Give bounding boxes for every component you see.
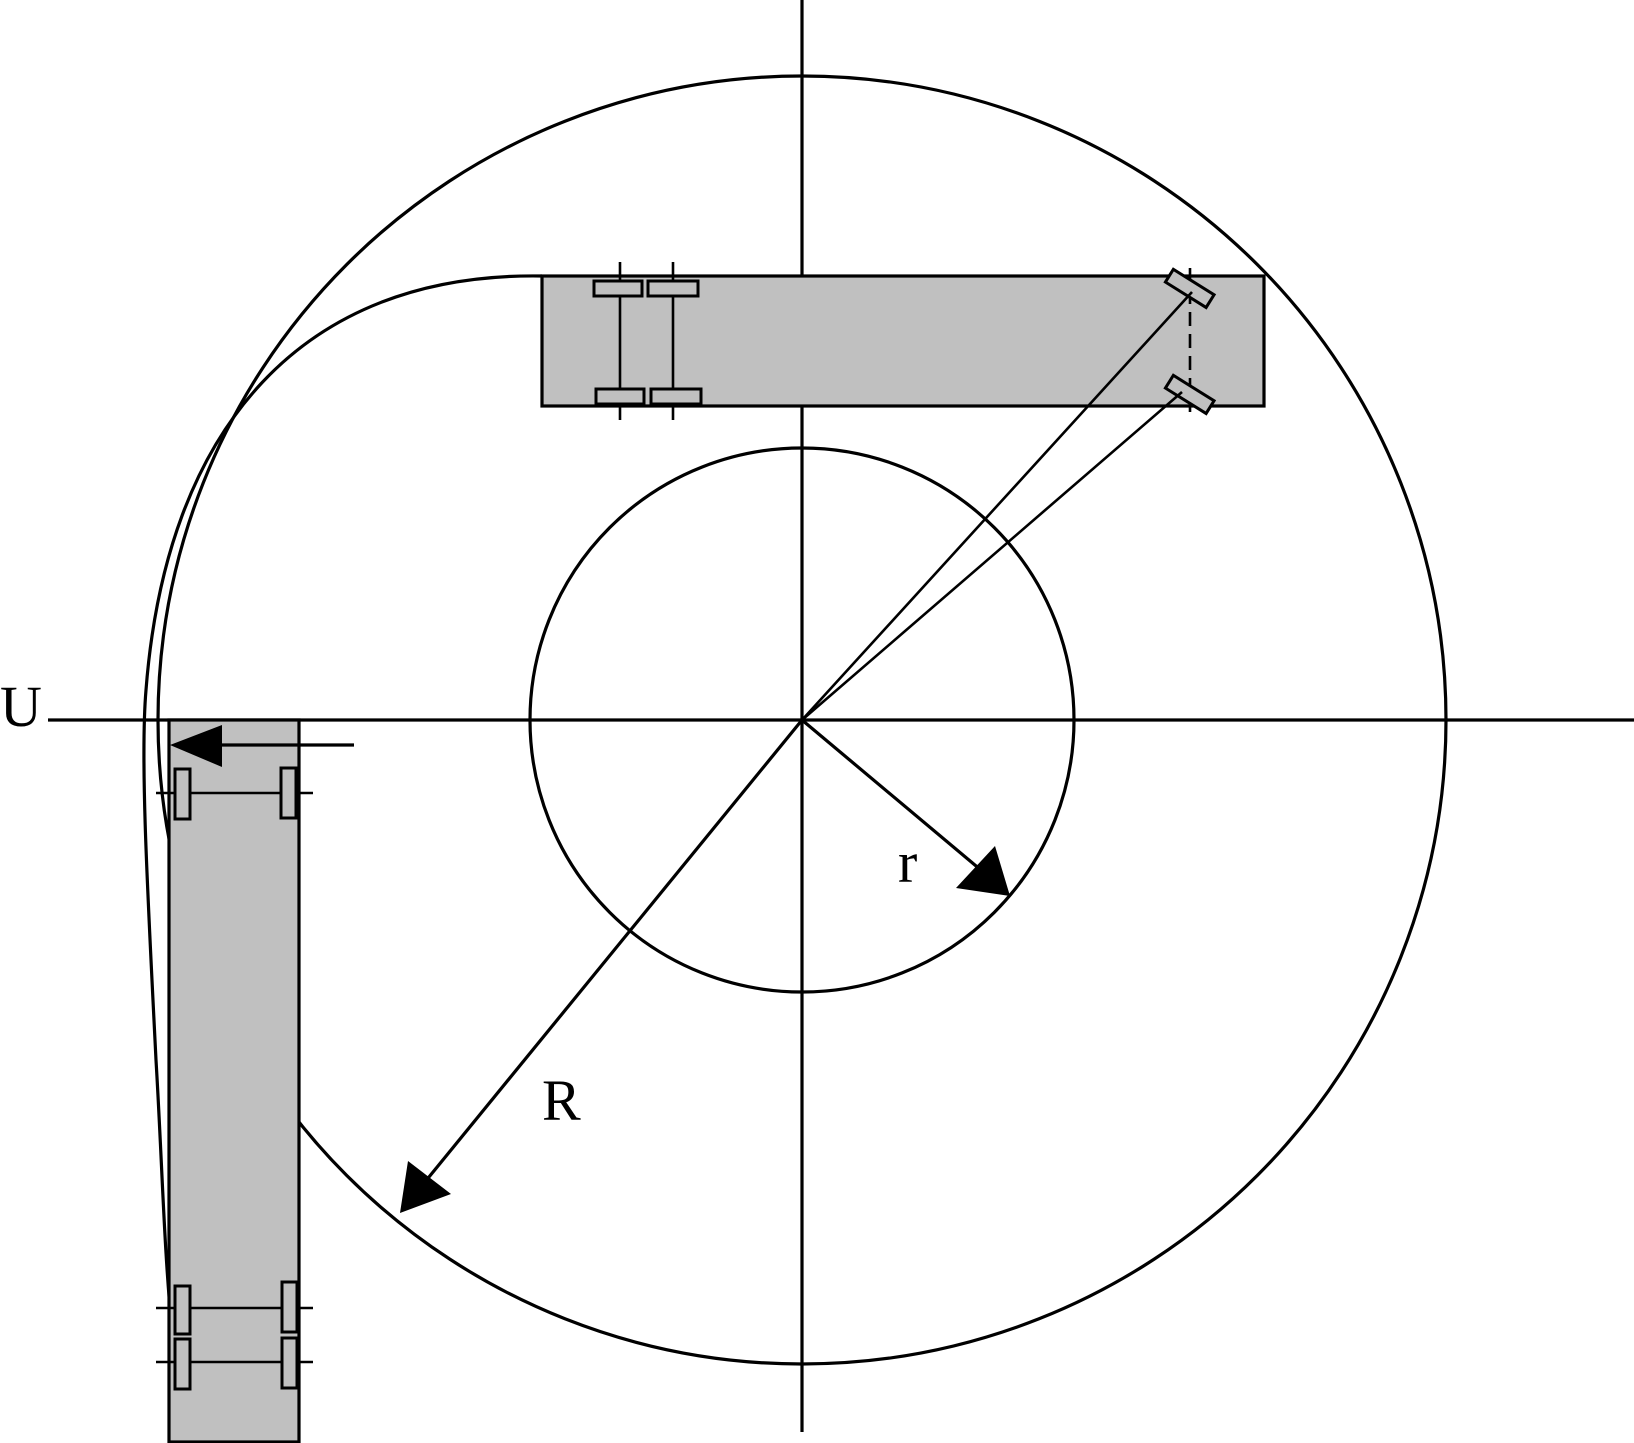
front-wheel-top	[1163, 267, 1217, 310]
rear-wheel-left-1	[173, 1284, 192, 1336]
outer-turning-circle	[156, 74, 1448, 1366]
outer-swept-path	[142, 274, 543, 1331]
inner-radius-line	[800, 718, 990, 878]
rear-wheel-top-2	[646, 279, 700, 298]
rear-wheel-left-2	[280, 1280, 299, 1334]
radius-line-front-bottom	[801, 391, 1183, 721]
axis-u-label: U	[0, 674, 42, 739]
front-wheel-left-1	[173, 767, 192, 821]
inner-turning-circle	[528, 446, 1076, 994]
rear-wheel-bottom-1	[594, 387, 646, 406]
rear-wheel-left-3	[173, 1337, 192, 1391]
vehicle-top-body	[540, 274, 1266, 408]
front-wheel-left-2	[279, 766, 298, 820]
vehicle-top	[540, 262, 1266, 420]
rear-wheel-left-4	[280, 1336, 299, 1390]
rear-wheel-bottom-2	[649, 387, 703, 406]
inner-radius-arrowhead	[956, 846, 1010, 896]
outer-radius-label: R	[542, 1068, 581, 1133]
inner-radius-label: r	[898, 830, 917, 895]
vehicle-left	[156, 718, 313, 1443]
direction-arrowhead	[170, 725, 222, 767]
outer-radius-arrowhead	[400, 1161, 451, 1213]
front-wheel-bottom	[1163, 373, 1217, 416]
radius-line-front-top	[801, 291, 1193, 721]
rear-wheel-top-1	[592, 279, 644, 298]
outer-radius-line	[418, 718, 804, 1190]
